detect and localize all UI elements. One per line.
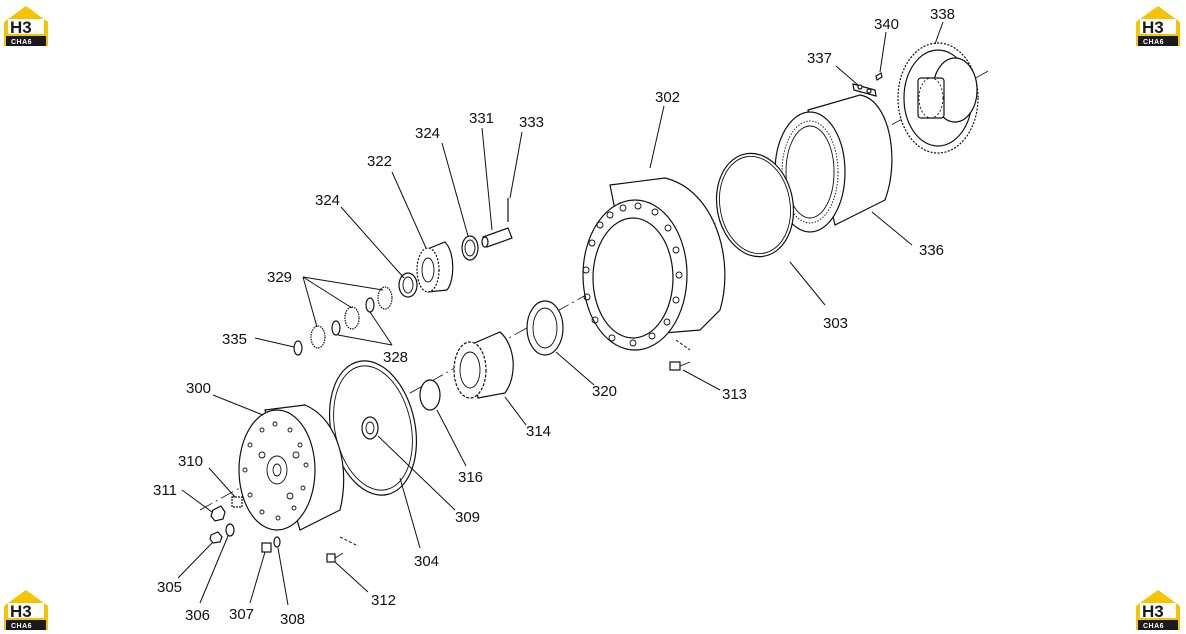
part-328-spacer-upper: [365, 297, 375, 313]
part-322-planet-gear: [416, 241, 454, 293]
callout-302: 302: [655, 89, 680, 106]
logo-sub-text: CHA6: [11, 623, 32, 630]
callout-305: 305: [157, 579, 182, 596]
logo-bottom-left: H3 CHA6: [4, 590, 48, 630]
logo-sub-text: CHA6: [1143, 623, 1164, 630]
callout-308: 308: [280, 611, 305, 628]
part-314-sun-gear: [453, 331, 514, 399]
logo-main-text: H3: [10, 18, 32, 37]
callout-328: 328: [383, 349, 408, 366]
logo-bottom-right: H3 CHA6: [1136, 590, 1180, 630]
part-324-thrust-washer-upper: [461, 235, 479, 261]
part-328-spacer-lower: [331, 320, 341, 336]
logo-top-right: H3 CHA6: [1136, 6, 1180, 46]
leader-lines: [177, 21, 944, 606]
callout-303: 303: [823, 315, 848, 332]
part-320-thrust-ring: [526, 300, 564, 356]
callout-labels: 338 340 337 302 336 303 313 320 314 316 …: [153, 6, 955, 628]
part-340-snap-ring: [293, 340, 303, 356]
callout-310: 310: [178, 453, 203, 470]
part-300-cover: [238, 404, 345, 531]
callout-338: 340: [874, 16, 899, 33]
callout-329: 329: [267, 269, 292, 286]
part-329-bearing-upper: [377, 286, 393, 310]
part-303-o-ring: [715, 152, 795, 258]
callout-304: 304: [414, 553, 439, 570]
callout-309: 309: [455, 509, 480, 526]
callout-312: 312: [371, 592, 396, 609]
callout-324-lower: 324: [315, 192, 340, 209]
part-331-shaft: [481, 227, 513, 248]
logo-top-left: H3 CHA6: [4, 6, 48, 46]
callout-335: 336: [919, 242, 944, 259]
callout-322: 322: [367, 153, 392, 170]
logo-main-text: H3: [1142, 602, 1164, 621]
part-324-thrust-washer-lower: [398, 272, 418, 298]
callout-333: 333: [519, 114, 544, 131]
callout-306: 306: [185, 607, 210, 624]
part-316-snap-ring: [419, 379, 441, 411]
callout-336: 338: [930, 6, 955, 23]
callout-313: 313: [722, 386, 747, 403]
part-313-bolt: [669, 361, 691, 371]
callout-307: 307: [229, 606, 254, 623]
callout-314: 314: [526, 423, 551, 440]
part-311-nut: [210, 505, 226, 522]
part-329-bearing-lower: [310, 325, 326, 349]
part-305-nut: [209, 531, 223, 544]
part-308-o-ring: [273, 536, 281, 548]
callout-311: 311: [153, 482, 177, 499]
logo-sub-text: CHA6: [11, 39, 32, 46]
logo-main-text: H3: [1142, 18, 1164, 37]
part-329-bearing-middle: [344, 306, 360, 330]
callout-316: 316: [458, 469, 483, 486]
part-310-plug: [231, 496, 243, 508]
callout-340: 335: [222, 331, 247, 348]
part-336-gear-hub: [897, 42, 979, 154]
part-338-screw: [875, 72, 883, 81]
callout-331: 331: [469, 110, 494, 127]
callout-324-upper: 324: [415, 125, 440, 142]
logo-sub-text: CHA6: [1143, 39, 1164, 46]
logo-main-text: H3: [10, 602, 32, 621]
part-337-plate: [852, 83, 877, 97]
callout-320: 320: [592, 383, 617, 400]
part-307-plug: [261, 542, 272, 553]
part-309-washer: [361, 416, 379, 440]
part-306-washer: [225, 523, 235, 537]
part-302-housing: [582, 177, 726, 351]
part-312-bolt: [326, 552, 344, 563]
callout-337: 337: [807, 50, 832, 67]
callout-300: 300: [186, 380, 211, 397]
